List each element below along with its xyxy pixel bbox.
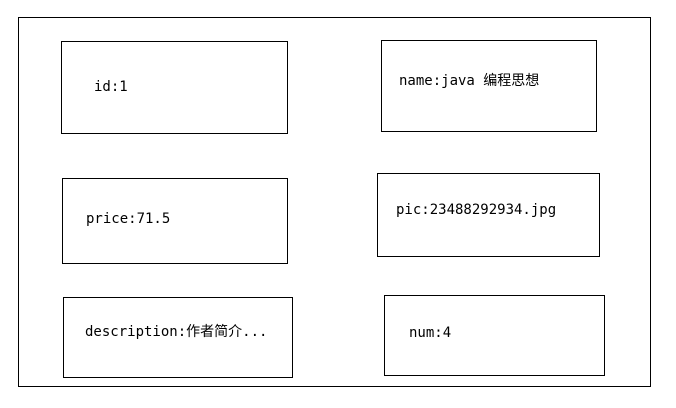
description-field-box: description:作者简介... — [63, 297, 293, 378]
pic-field-text: pic:23488292934.jpg — [396, 202, 557, 218]
outer-frame — [18, 17, 651, 387]
description-field-text: description:作者简介... — [85, 324, 268, 340]
price-field-box: price:71.5 — [62, 178, 288, 264]
pic-field-box: pic:23488292934.jpg — [377, 173, 600, 257]
name-field-box: name:java 编程思想 — [381, 40, 597, 132]
price-field-text: price:71.5 — [86, 211, 171, 227]
num-field-box: num:4 — [384, 295, 605, 376]
id-field-box: id:1 — [61, 41, 288, 134]
num-field-text: num:4 — [409, 325, 452, 341]
name-field-text: name:java 编程思想 — [399, 73, 540, 89]
id-field-text: id:1 — [94, 79, 128, 95]
